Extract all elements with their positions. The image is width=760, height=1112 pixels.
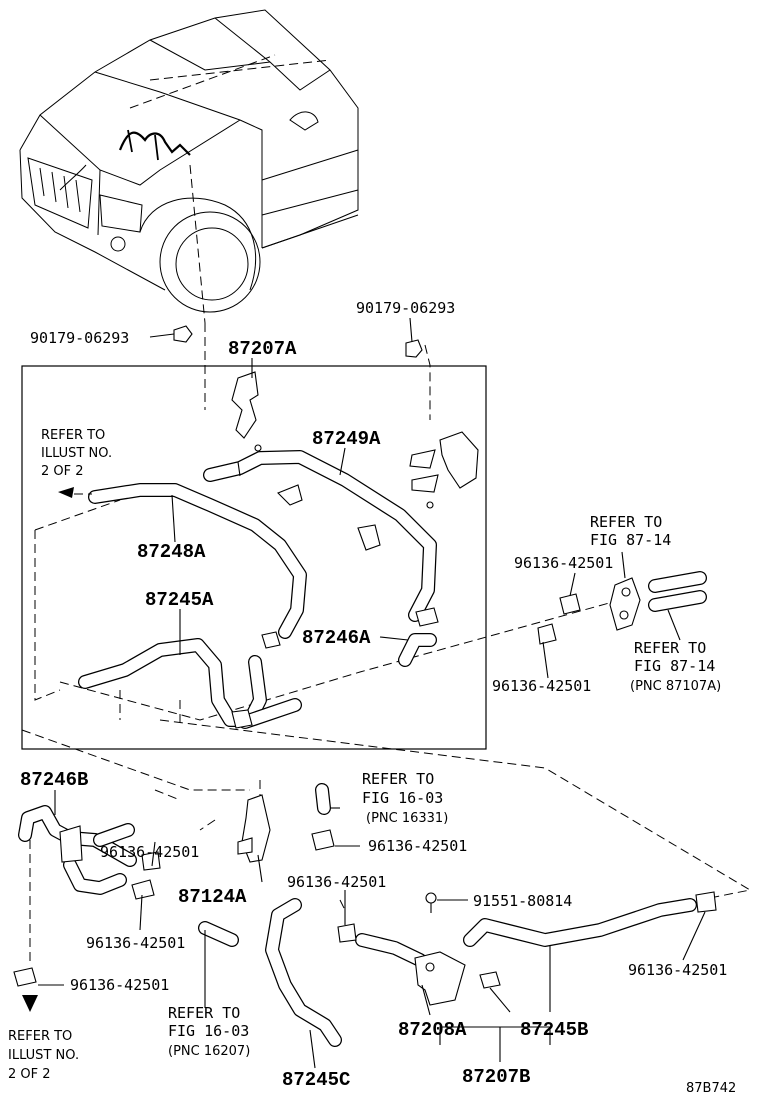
bracket-87124A xyxy=(237,794,271,863)
label-clamp-right-bottom[interactable]: 96136-42501 xyxy=(492,677,591,695)
bolt-91551 xyxy=(425,892,437,913)
clamp-far-left xyxy=(13,967,37,987)
ref-fig87-14-right: REFER TO FIG 87-14 (PNC 87107A) xyxy=(630,639,721,694)
clamp-right-a xyxy=(559,593,581,615)
vehicle-illustration xyxy=(19,9,359,410)
hose-87245A[interactable] xyxy=(78,638,302,729)
ref-fig87-14-top: REFER TO FIG 87-14 xyxy=(590,513,671,549)
clip-lower-87207B xyxy=(479,971,501,989)
label-87249A[interactable]: 87249A xyxy=(312,428,381,450)
label-87207B[interactable]: 87207B xyxy=(462,1066,530,1088)
label-90179-left[interactable]: 90179-06293 xyxy=(30,329,129,347)
svg-text:2 OF 2: 2 OF 2 xyxy=(8,1067,51,1082)
pipe-fig16-03-bottom xyxy=(198,921,239,947)
leader-lines xyxy=(38,317,706,1069)
clamp-87245B-right xyxy=(695,891,717,913)
label-87124A[interactable]: 87124A xyxy=(178,886,247,908)
label-clamp-fig16[interactable]: 96136-42501 xyxy=(368,837,467,855)
pipes-fig87-14 xyxy=(648,571,707,612)
label-clamp-87245C[interactable]: 96136-42501 xyxy=(287,873,386,891)
svg-text:(PNC 16331): (PNC 16331) xyxy=(366,811,448,826)
part-labels: 90179-06293 90179-06293 87207A 87249A 87… xyxy=(20,299,727,1091)
label-clamp-87245B[interactable]: 96136-42501 xyxy=(628,961,727,979)
label-91551[interactable]: 91551-80814 xyxy=(473,892,572,910)
label-87245C[interactable]: 87245C xyxy=(282,1069,350,1091)
svg-text:ILLUST NO.: ILLUST NO. xyxy=(41,446,112,461)
diagram-id: 87B742 xyxy=(686,1081,736,1096)
label-90179-top[interactable]: 90179-06293 xyxy=(356,299,455,317)
svg-text:(PNC 16207): (PNC 16207) xyxy=(168,1044,250,1059)
label-87207A[interactable]: 87207A xyxy=(228,338,297,360)
label-clamp-left-b[interactable]: 96136-42501 xyxy=(86,934,185,952)
label-87245B[interactable]: 87245B xyxy=(520,1019,588,1041)
ref-fig16-03-bottom: REFER TO FIG 16-03 (PNC 16207) xyxy=(168,1004,250,1059)
clamp-87246A xyxy=(415,607,439,627)
clip-upper-mid xyxy=(357,524,381,551)
dashed-guides xyxy=(21,344,752,965)
svg-text:FIG 87-14: FIG 87-14 xyxy=(590,531,671,549)
svg-text:(PNC 87107A): (PNC 87107A) xyxy=(630,679,721,694)
grommet-fig87-14 xyxy=(609,577,641,631)
label-87246B[interactable]: 87246B xyxy=(20,769,88,791)
hose-87245B[interactable] xyxy=(355,898,697,967)
ref-fig16-03-top: REFER TO FIG 16-03 (PNC 16331) xyxy=(362,770,448,826)
assembly-87207A-frame xyxy=(21,365,487,750)
label-clamp-left-a[interactable]: 96136-42501 xyxy=(100,843,199,861)
label-87248A[interactable]: 87248A xyxy=(137,541,206,563)
svg-text:FIG 16-03: FIG 16-03 xyxy=(168,1022,249,1040)
hose-87245C[interactable] xyxy=(265,898,342,1047)
svg-text:FIG 16-03: FIG 16-03 xyxy=(362,789,443,807)
ref-illust-top: REFER TO ILLUST NO. 2 OF 2 xyxy=(41,428,112,479)
clamp-fig16-03 xyxy=(311,829,335,851)
svg-text:REFER TO: REFER TO xyxy=(168,1004,240,1022)
clip-upper-left xyxy=(277,484,303,506)
clamp-right-b xyxy=(537,623,557,645)
hose-87248A[interactable] xyxy=(88,483,307,639)
label-clamp-far-left[interactable]: 96136-42501 xyxy=(70,976,169,994)
clamp-87245A xyxy=(231,709,253,729)
clamp-left-b xyxy=(131,879,155,900)
nut-90179-top-icon xyxy=(405,339,423,358)
label-87245A[interactable]: 87245A xyxy=(145,589,214,611)
svg-text:REFER TO: REFER TO xyxy=(362,770,434,788)
svg-text:REFER TO: REFER TO xyxy=(8,1029,72,1044)
arrow-down-icon xyxy=(22,995,38,1012)
svg-text:REFER TO: REFER TO xyxy=(41,428,105,443)
bracket-87208A xyxy=(414,951,466,1006)
hose-87249A[interactable] xyxy=(203,450,437,622)
label-87246A[interactable]: 87246A xyxy=(302,627,371,649)
svg-text:REFER TO: REFER TO xyxy=(590,513,662,531)
svg-text:2 OF 2: 2 OF 2 xyxy=(41,464,84,479)
pipe-fig16-03-top xyxy=(315,783,331,815)
svg-text:ILLUST NO.: ILLUST NO. xyxy=(8,1048,79,1063)
nut-90179-left-icon xyxy=(173,325,193,343)
hose-87246A[interactable] xyxy=(398,633,437,667)
clamp-87245C xyxy=(337,923,357,943)
ref-illust-bottom: REFER TO ILLUST NO. 2 OF 2 xyxy=(8,1029,79,1082)
svg-text:REFER TO: REFER TO xyxy=(634,639,706,657)
arrow-left-icon xyxy=(58,487,74,498)
bracket-87207A xyxy=(231,371,262,452)
bracket-right-upper xyxy=(409,431,479,509)
hose-87246B[interactable] xyxy=(18,805,137,895)
svg-text:FIG 87-14: FIG 87-14 xyxy=(634,657,715,675)
clamp-lower-upper xyxy=(261,631,281,649)
label-clamp-right-top[interactable]: 96136-42501 xyxy=(514,554,613,572)
label-87208A[interactable]: 87208A xyxy=(398,1019,467,1041)
clamp-left-a xyxy=(141,851,161,871)
